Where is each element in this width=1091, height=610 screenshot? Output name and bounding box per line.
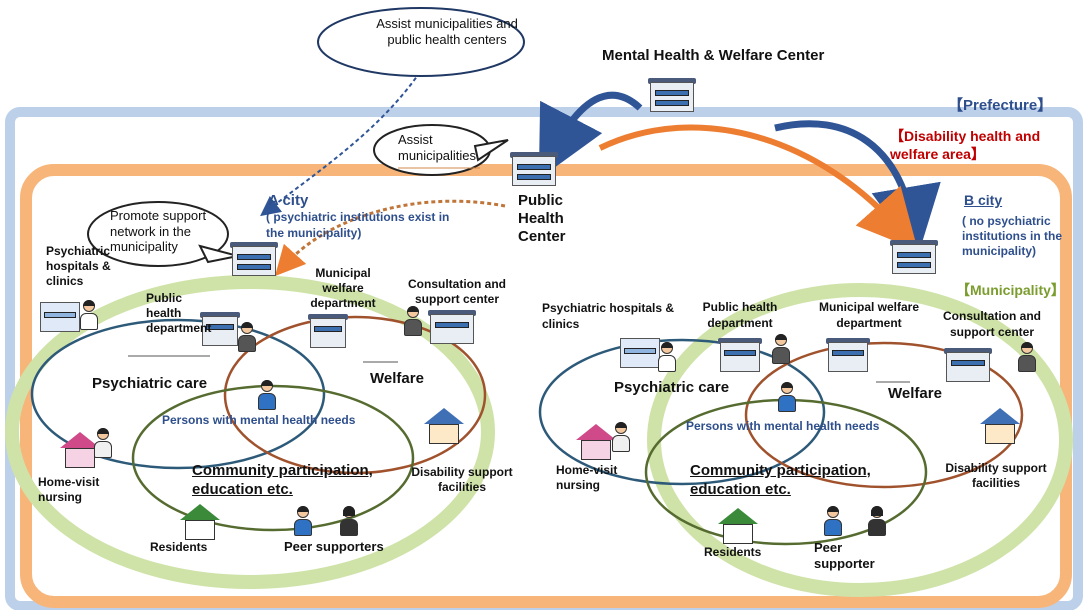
a-community-label: Community participation, education etc. — [192, 462, 373, 498]
bubble-top-text: Assist municipalities and public health … — [376, 16, 518, 48]
b-city-note: ( no psychiatric institutions in the mun… — [962, 214, 1062, 258]
public-health-center-label: Public Health Center — [518, 192, 566, 245]
b-consultation-center-label: Consultation and support center — [943, 309, 1041, 339]
a-doctor-icon — [78, 300, 100, 330]
b-welfare-department-building — [826, 338, 870, 372]
a-hospital-building — [40, 298, 80, 332]
a-disability-facility-house — [424, 408, 464, 444]
a-consultation-center-building — [428, 310, 476, 344]
mental-health-center-label: Mental Health & Welfare Center — [602, 47, 825, 64]
bubble-left-text: Promote support network in the municipal… — [110, 208, 207, 255]
b-welfare-department-label: Municipal welfare department — [818, 300, 920, 330]
b-consultation-center-building — [944, 348, 992, 382]
a-disability-facilities-label: Disability support facilities — [411, 465, 513, 494]
b-residents-label: Residents — [704, 545, 762, 559]
b-welfare-ring — [744, 341, 1024, 489]
a-peer-label: Peer supporters — [284, 539, 384, 554]
b-residents-house — [718, 508, 758, 544]
a-welfare-label: Welfare — [370, 370, 424, 387]
a-welfare-department-label: Municipal welfare department — [310, 266, 376, 310]
bubble-mid-text: Assist municipalities — [398, 132, 477, 164]
b-public-health-department-building — [718, 338, 762, 372]
b-peer-label: Peer supporter — [814, 540, 875, 572]
b-disability-facility-house — [980, 408, 1020, 444]
b-staff-consult-icon — [1016, 342, 1038, 372]
municipality-label: 【Municipality】 — [956, 282, 1065, 298]
b-welfare-label: Welfare — [888, 385, 942, 402]
a-welfare-department-building — [308, 314, 348, 348]
b-psychiatric-care-ring — [538, 338, 826, 486]
b-city-hall-building — [890, 240, 938, 274]
b-community-label: Community participation, education etc. — [690, 462, 871, 498]
arrow-phc-to-acity — [274, 199, 506, 277]
b-person-center-icon — [776, 382, 798, 412]
a-psychiatric-care-label: Psychiatric care — [92, 375, 208, 392]
arrow-center-to-phc — [538, 91, 643, 180]
b-psychiatric-hospitals-label: Psychiatric hospitals & clinics — [542, 301, 675, 332]
b-hospital-building — [620, 334, 660, 368]
a-person-center-icon — [256, 380, 278, 410]
a-staff-health-icon — [236, 322, 258, 352]
b-doctor-icon — [656, 342, 678, 372]
b-home-visit-label: Home-visit nursing — [556, 463, 618, 492]
a-community-ring — [131, 384, 415, 532]
bubble-left — [87, 201, 229, 267]
public-health-center-building — [510, 152, 558, 186]
a-public-health-department-building — [200, 312, 240, 346]
bubble-top — [317, 7, 525, 77]
a-home-visit-label: Home-visit nursing — [38, 475, 100, 504]
a-residents-house — [180, 504, 220, 540]
a-city-municipality-band — [5, 275, 495, 589]
b-public-health-department-label: Public health department — [702, 300, 778, 330]
a-psychiatric-care-ring — [30, 318, 326, 470]
disability-area-label: 【Disability health and welfare area】 — [890, 128, 1041, 162]
b-psychiatric-care-label: Psychiatric care — [614, 379, 730, 396]
a-city-hall-building — [230, 242, 278, 276]
arrow-phc-to-bcity — [598, 124, 918, 251]
a-staff-consult-icon — [402, 306, 424, 336]
a-city-title: A city — [268, 192, 309, 209]
b-city-title: B city — [964, 192, 1003, 208]
a-public-health-department-label: Public health department — [146, 291, 212, 335]
b-staff-health-icon — [770, 334, 792, 364]
b-home-visit-house — [576, 424, 616, 460]
a-home-visit-house — [60, 432, 100, 468]
b-city-municipality-band — [647, 283, 1073, 597]
b-persons-label: Persons with mental health needs — [686, 419, 880, 433]
a-peer-2-icon — [338, 506, 360, 536]
b-disability-facilities-label: Disability support facilities — [945, 461, 1047, 490]
a-peer-1-icon — [292, 506, 314, 536]
b-peer-1-icon — [822, 506, 844, 536]
a-welfare-ring — [223, 315, 487, 475]
a-consultation-center-label: Consultation and support center — [408, 277, 506, 306]
a-residents-label: Residents — [150, 540, 208, 554]
a-persons-label: Persons with mental health needs — [162, 413, 356, 427]
a-nurse-icon — [92, 428, 114, 458]
a-city-note: ( psychiatric institutions exist in the … — [266, 210, 450, 240]
a-psychiatric-hospitals-label: Psychiatric hospitals & clinics — [46, 244, 111, 288]
b-peer-2-icon — [866, 506, 888, 536]
mental-health-center-building — [648, 78, 696, 112]
prefecture-label: 【Prefecture】 — [948, 97, 1053, 114]
b-nurse-icon — [610, 422, 632, 452]
